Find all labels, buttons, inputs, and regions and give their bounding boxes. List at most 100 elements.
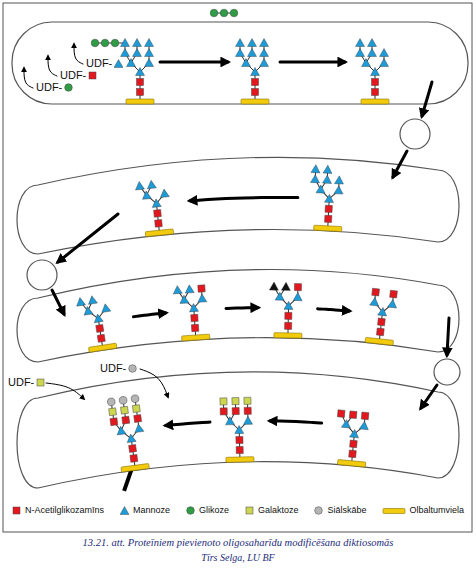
mannose-symbol: [370, 297, 380, 306]
glcnac-symbol: [325, 215, 332, 222]
swatch-circle: [187, 506, 195, 514]
sugar-donor-label: UDF-: [60, 69, 97, 82]
glucose-symbol: [91, 39, 99, 47]
protein-bar: [88, 343, 116, 352]
flow-arrow: [393, 151, 407, 177]
glcnac-symbol: [349, 450, 357, 458]
flow-arrow: [74, 44, 83, 64]
legend-item: Siālskābe: [314, 505, 366, 516]
sugar-donor-label: UDF-: [86, 57, 123, 70]
flow-arrow: [421, 385, 437, 408]
flow-arrow: [133, 313, 165, 317]
figure-frame: [3, 3, 472, 532]
mannose-symbol: [126, 434, 136, 443]
mannose-symbol: [284, 301, 293, 309]
mannose-symbol: [121, 49, 130, 57]
swatch-triangle: [120, 506, 129, 514]
legend-item: Glikoze: [186, 505, 229, 516]
mannose-symbol: [248, 39, 257, 47]
legend-swatch: [12, 506, 22, 516]
flow-arrow: [52, 290, 64, 314]
mannose-symbol: [359, 421, 369, 430]
mannose-symbol: [185, 285, 195, 294]
mannose-symbol: [334, 176, 343, 184]
mannose-symbol: [293, 292, 302, 300]
mannose-symbol: [173, 285, 183, 294]
mannose-symbol: [135, 181, 145, 190]
donor-text: UDF-: [100, 362, 126, 375]
protein-bar: [337, 460, 365, 468]
swatch-circle: [129, 365, 137, 373]
mannose-symbol: [371, 68, 380, 76]
legend-swatch: [120, 506, 130, 516]
glcnac-symbol: [122, 416, 130, 424]
glcnac-symbol: [372, 288, 380, 296]
glycan-tree: [268, 282, 303, 338]
mannose-symbol: [134, 423, 144, 432]
protein-bar: [126, 99, 154, 104]
swatch-bar: [383, 508, 405, 513]
swatch-circle: [315, 506, 323, 514]
mannose-symbol: [388, 299, 398, 308]
glcnac-symbol: [236, 446, 243, 453]
flow-arrow: [140, 369, 168, 397]
legend-label: Glikoze: [199, 505, 229, 516]
glcnac-symbol: [285, 312, 292, 319]
flow-arrow: [226, 306, 258, 310]
glycan-tree: [173, 284, 210, 342]
mannose-symbol: [145, 39, 154, 47]
mannose-symbol: [101, 303, 111, 312]
mannose-symbol: [225, 417, 234, 425]
donor-text: UDF-: [86, 57, 112, 70]
glcnac-symbol: [252, 89, 259, 96]
caption: 13.21. att. Proteīniem pievienoto oligos…: [0, 536, 476, 549]
glcnac-symbol: [349, 411, 357, 419]
glycan-tree: [365, 288, 399, 345]
galactose-symbol: [132, 405, 140, 413]
glcnac-symbol: [96, 324, 104, 332]
flow-arrow: [190, 197, 298, 200]
er-outline: [12, 22, 468, 104]
flow-arrow: [48, 56, 57, 76]
legend-label: Mannoze: [133, 505, 170, 516]
mannose-symbol: [248, 49, 257, 57]
mannose-symbol: [116, 426, 126, 435]
glcnac-symbol: [97, 334, 105, 342]
glcnac-symbol: [191, 314, 198, 321]
legend-item: N-Acetilglikozamīns: [12, 505, 104, 516]
sugar-donor-label: UDF-: [100, 362, 137, 375]
mannose-symbol: [83, 306, 93, 315]
flow-arrow: [46, 383, 84, 399]
mannose-symbol: [260, 39, 269, 47]
glcnac-symbol: [198, 285, 205, 292]
swatch-square: [89, 72, 96, 79]
legend-label: Olbaltumviela: [409, 505, 464, 516]
glcnac-symbol: [244, 407, 251, 414]
mannose-symbol: [235, 425, 244, 433]
legend-label: Siālskābe: [327, 505, 366, 516]
galactose-symbol: [109, 408, 117, 416]
mannose-symbol: [310, 174, 319, 182]
mannose-symbol: [136, 68, 145, 76]
protein-bar: [314, 225, 342, 231]
glcnac-symbol: [372, 79, 379, 86]
glcnac-symbol: [155, 220, 163, 228]
mannose-symbol: [260, 49, 269, 57]
glucose-symbol: [230, 9, 238, 17]
legend-label: N-Acetilglikozamīns: [25, 505, 104, 516]
mannose-symbol: [133, 39, 142, 47]
galactose-symbol: [220, 398, 227, 405]
mannose-symbol: [356, 49, 365, 57]
mannose-symbol: [152, 199, 162, 208]
flow-arrow: [160, 61, 228, 64]
mannose-symbol: [334, 186, 343, 194]
mannose-symbol: [127, 59, 136, 67]
golgi-cisterna: [17, 270, 459, 362]
donor-text: UDF-: [60, 69, 86, 82]
secreted-protein: [121, 470, 134, 491]
galactose-symbol: [244, 397, 251, 404]
mannose-symbol: [311, 164, 320, 172]
legend-label: Galaktoze: [258, 505, 299, 516]
sugar-symbol: [36, 378, 45, 387]
mannose-symbol: [197, 294, 207, 303]
